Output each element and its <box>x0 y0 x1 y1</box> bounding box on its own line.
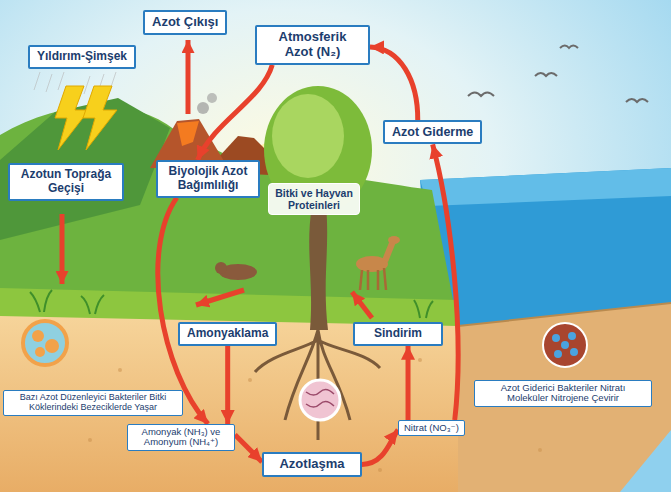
node-label: Bazı Azot Düzenleyici Bakteriler Bitki K… <box>9 393 177 413</box>
compound-box: Nitrat (NO₃⁻) <box>398 420 465 436</box>
root-nodule-bacteria <box>23 321 67 365</box>
lightning-box: Yıldırım-Şimşek <box>28 45 136 69</box>
cycle-arrow <box>198 65 273 160</box>
cycle-arrow <box>433 144 458 420</box>
node-label: Amonyak (NH₃) ve Amonyum (NH₄⁺) <box>133 427 229 448</box>
cycle-arrow <box>406 346 411 420</box>
note-box: Bazı Azot Düzenleyici Bakteriler Bitki K… <box>3 390 183 416</box>
note-box: Azot Giderici Bakteriler Nitratı Molekül… <box>474 380 652 407</box>
nitrifying-bacteria <box>300 380 340 420</box>
output-box: Azot Çıkışı <box>143 10 227 35</box>
lightning <box>55 86 117 150</box>
process-box: Azotlaşma <box>262 452 362 477</box>
node-label: Atmosferik Azot (N₂) <box>264 30 361 60</box>
node-label: Azotun Toprağa Geçişi <box>17 168 115 196</box>
atmosphere-box: Atmosferik Azot (N₂) <box>255 25 370 65</box>
process-box: Amonyaklama <box>178 322 277 346</box>
tree-trunk <box>309 205 328 330</box>
node-label: Azot Giderme <box>392 125 473 139</box>
process-box: Biyolojik Azot Bağımlılığı <box>156 160 260 198</box>
node-label: Azotlaşma <box>271 457 353 472</box>
birds <box>468 46 648 103</box>
lava <box>177 121 199 146</box>
node-label: Nitrat (NO₃⁻) <box>404 423 459 433</box>
plants <box>30 290 433 318</box>
sea-surface <box>420 168 671 206</box>
protein-box: Bitki ve Hayvan Proteinleri <box>268 183 360 215</box>
node-label: Biyolojik Azot Bağımlılığı <box>165 165 251 193</box>
node-label: Yıldırım-Şimşek <box>37 50 127 64</box>
cycle-arrow <box>235 435 262 462</box>
node-label: Azot Giderici Bakteriler Nitratı Molekül… <box>480 383 646 404</box>
node-label: Bitki ve Hayvan Proteinleri <box>274 187 354 211</box>
node-label: Sindirim <box>362 327 434 341</box>
smoke <box>207 93 217 103</box>
deer <box>356 236 400 290</box>
mountain <box>0 98 170 240</box>
tree-roots <box>255 330 380 440</box>
cycle-arrow <box>225 346 230 424</box>
node-label: Azot Çıkışı <box>152 15 218 30</box>
compound-box: Amonyak (NH₃) ve Amonyum (NH₄⁺) <box>127 424 235 451</box>
smoke <box>197 102 209 114</box>
denitrifying-bacteria <box>543 323 587 367</box>
dead-animal <box>215 262 257 280</box>
sea-floor <box>458 303 671 492</box>
process-box: Sindirim <box>353 322 443 346</box>
process-box: Azot Giderme <box>383 120 482 144</box>
tree-canopy-light <box>272 94 344 178</box>
soil-front <box>0 316 458 492</box>
node-label: Amonyaklama <box>187 327 268 341</box>
cycle-arrow <box>362 430 398 465</box>
process-box: Azotun Toprağa Geçişi <box>8 163 124 201</box>
cycle-arrow <box>370 47 418 120</box>
